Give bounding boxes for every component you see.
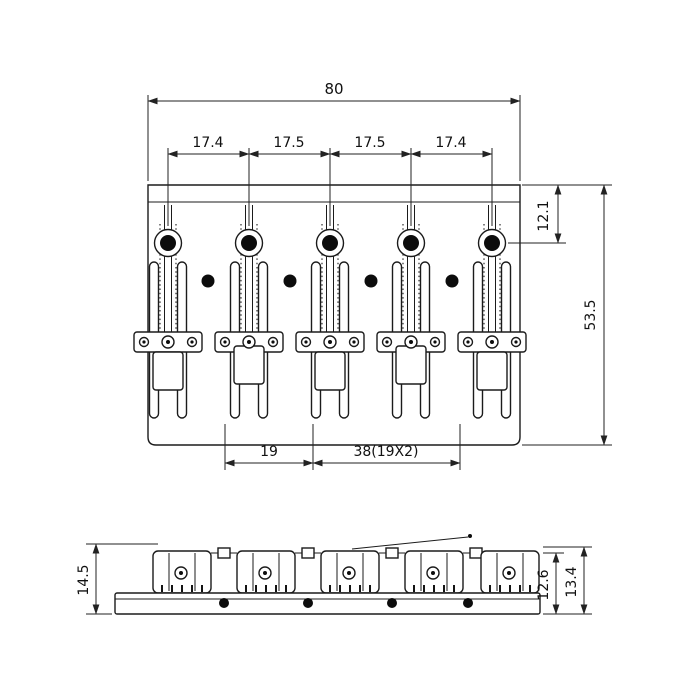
mount-screw-hole	[201, 274, 215, 288]
saddle-clamp-screw-center	[304, 340, 308, 344]
dimension-mount-screws: 19 38(19X2)	[224, 424, 461, 470]
intonation-screw-diagonal	[351, 536, 469, 550]
string-hole	[484, 235, 500, 251]
dimension-overall-width: 80	[147, 80, 521, 181]
dim-label-mount-span: 38(19X2)	[353, 444, 418, 460]
string-hole	[241, 235, 257, 251]
plate-screw-head	[463, 598, 473, 608]
saddle-clamp-screw-center	[466, 340, 470, 344]
side-screw-center	[263, 571, 267, 575]
dimension-overall-depth: 53.5	[522, 184, 612, 446]
mount-screw-hole	[283, 274, 297, 288]
dim-label-overall-height: 14.5	[76, 564, 92, 595]
plate-screw-head	[219, 598, 229, 608]
side-screw-center	[347, 571, 351, 575]
dim-label-height-with-base: 13.4	[564, 566, 580, 597]
rod-coupler	[385, 547, 399, 559]
dimension-edge-to-hole: 12.1	[508, 184, 612, 244]
saddle-assemblies	[133, 331, 527, 391]
side-screw-center	[179, 571, 183, 575]
saddle-clamp-screw-center	[514, 340, 518, 344]
side-screw-center	[507, 571, 511, 575]
dimension-overall-height: 14.5	[76, 543, 158, 615]
screw-tip	[468, 534, 472, 538]
saddle-height-screw-center	[409, 340, 413, 344]
saddle-height-screw-center	[328, 340, 332, 344]
bridge-plate-outline	[147, 184, 521, 446]
dim-label-overall-depth: 53.5	[583, 299, 599, 330]
base-plate-side	[114, 592, 541, 615]
mount-screw-hole	[445, 274, 459, 288]
side-screw-heads	[219, 598, 473, 608]
plate-screw-head	[303, 598, 313, 608]
dim-label-spacing-2: 17.5	[273, 135, 304, 151]
side-screw-center	[431, 571, 435, 575]
saddle-height-screw-center	[247, 340, 251, 344]
top-view	[133, 184, 527, 446]
dim-label-spacing-1: 17.4	[192, 135, 223, 151]
dim-label-overall-width: 80	[324, 80, 343, 98]
rod-coupler	[469, 547, 483, 559]
saddle-height-screw-center	[490, 340, 494, 344]
dim-label-edge-to-hole: 12.1	[536, 200, 552, 231]
dimension-string-spacings: 17.4 17.5 17.5 17.4	[167, 135, 493, 226]
dim-label-spacing-3: 17.5	[354, 135, 385, 151]
saddle-clamp-screw-center	[271, 340, 275, 344]
saddle-clamp-screw-center	[352, 340, 356, 344]
saddle-body	[476, 351, 508, 391]
dim-label-mount-pitch: 19	[260, 444, 278, 460]
saddle-clamp-screw-center	[142, 340, 146, 344]
side-view	[114, 534, 541, 615]
mount-screw-hole	[364, 274, 378, 288]
saddle-clamp-screw-center	[223, 340, 227, 344]
dimension-saddle-height: 12.6	[536, 552, 564, 615]
dim-label-saddle-height: 12.6	[536, 569, 552, 600]
saddle-clamp-screw-center	[385, 340, 389, 344]
saddle-body	[395, 345, 427, 385]
saddle-clamp-screw-center	[190, 340, 194, 344]
plate-screw-head	[387, 598, 397, 608]
string-holes	[153, 228, 507, 288]
saddle-height-screw-center	[166, 340, 170, 344]
saddle-body	[233, 345, 265, 385]
dimension-height-with-base: 13.4	[543, 546, 592, 615]
saddle-clamp-screw-center	[433, 340, 437, 344]
dim-label-spacing-4: 17.4	[435, 135, 466, 151]
saddle-body	[314, 351, 346, 391]
string-hole	[403, 235, 419, 251]
string-hole	[322, 235, 338, 251]
string-hole	[160, 235, 176, 251]
rod-coupler	[301, 547, 315, 559]
saddle-body	[152, 351, 184, 391]
side-saddle-blocks	[152, 547, 540, 594]
rod-coupler	[217, 547, 231, 559]
